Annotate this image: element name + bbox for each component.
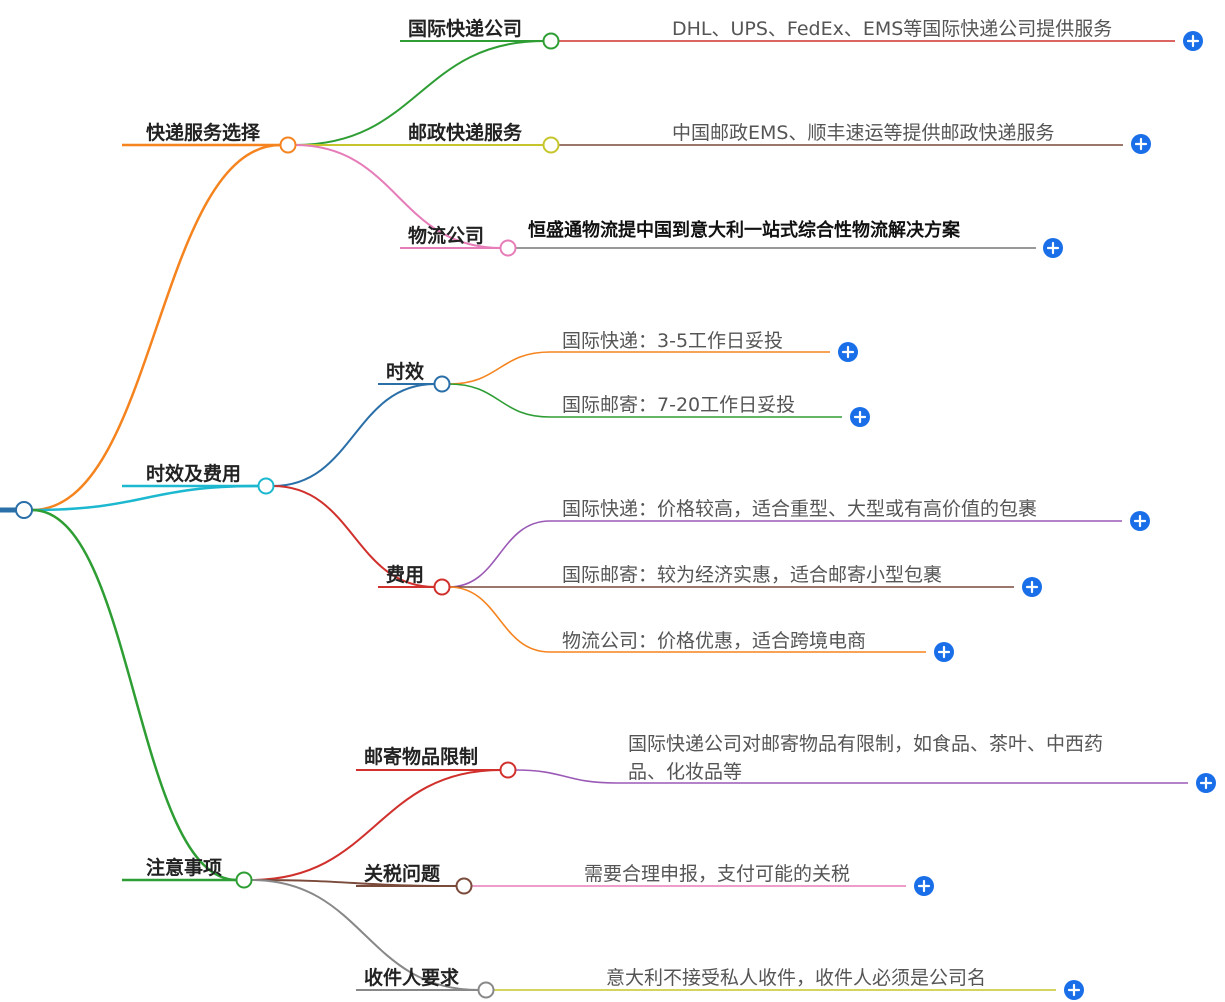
- child-node[interactable]: [499, 239, 517, 257]
- child-label[interactable]: 国际快递公司: [408, 17, 522, 40]
- branch-edge: [31, 508, 238, 882]
- leaf-edge: [448, 351, 551, 385]
- plus-circle-icon[interactable]: [934, 642, 954, 662]
- plus-circle-icon[interactable]: [1196, 773, 1216, 793]
- branch-node[interactable]: [279, 136, 297, 154]
- child-label[interactable]: 邮寄物品限制: [364, 745, 478, 768]
- child-node[interactable]: [542, 32, 560, 50]
- leaf-edge: [514, 769, 617, 784]
- root-node[interactable]: [15, 501, 33, 519]
- child-node[interactable]: [433, 375, 451, 393]
- child-edge: [250, 769, 502, 881]
- branch-node[interactable]: [235, 871, 253, 889]
- child-node[interactable]: [499, 761, 517, 779]
- branch-label[interactable]: 快递服务选择: [146, 121, 261, 144]
- child-label[interactable]: 时效: [386, 360, 424, 383]
- plus-circle-icon[interactable]: [850, 407, 870, 427]
- child-edge: [294, 40, 545, 146]
- child-node[interactable]: [477, 981, 495, 999]
- leaf-edge: [448, 383, 551, 418]
- leaf-edge: [448, 520, 551, 588]
- child-node[interactable]: [455, 877, 473, 895]
- child-label[interactable]: 邮政快递服务: [408, 121, 523, 144]
- leaf-text: 国际快递公司对邮寄物品有限制，如食品、茶叶、中西药: [628, 733, 1103, 755]
- child-edge: [250, 879, 480, 991]
- leaf-text: 中国邮政EMS、顺丰速运等提供邮政快递服务: [672, 122, 1054, 144]
- child-label[interactable]: 费用: [386, 564, 424, 586]
- branch-edge: [31, 143, 282, 512]
- leaf-text: 国际邮寄：7-20工作日妥投: [562, 394, 795, 416]
- branch-label[interactable]: 注意事项: [146, 856, 222, 879]
- leaf-text: 国际邮寄：较为经济实惠，适合邮寄小型包裹: [562, 564, 942, 586]
- leaf-text: 品、化妆品等: [628, 761, 742, 783]
- child-node[interactable]: [433, 578, 451, 596]
- branch-node[interactable]: [257, 477, 275, 495]
- leaf-text: DHL、UPS、FedEx、EMS等国际快递公司提供服务: [672, 18, 1112, 40]
- child-label[interactable]: 物流公司: [408, 224, 484, 247]
- leaf-edge: [448, 586, 551, 653]
- plus-circle-icon[interactable]: [838, 342, 858, 362]
- child-label[interactable]: 关税问题: [364, 862, 440, 885]
- leaf-text: 国际快递：价格较高，适合重型、大型或有高价值的包裹: [562, 498, 1037, 520]
- plus-circle-icon[interactable]: [1183, 31, 1203, 51]
- child-edge: [272, 485, 436, 588]
- leaf-text: 意大利不接受私人收件，收件人必须是公司名: [606, 967, 986, 989]
- leaf-text: 国际快递：3-5工作日妥投: [562, 330, 783, 352]
- plus-circle-icon[interactable]: [1022, 577, 1042, 597]
- plus-circle-icon[interactable]: [1043, 238, 1063, 258]
- plus-circle-icon[interactable]: [1064, 980, 1084, 1000]
- child-node[interactable]: [542, 136, 560, 154]
- child-label[interactable]: 收件人要求: [364, 966, 460, 989]
- leaf-text: 物流公司：价格优惠，适合跨境电商: [562, 630, 866, 652]
- leaf-text: 恒盛通物流提中国到意大利一站式综合性物流解决方案: [528, 219, 961, 241]
- child-edge: [272, 383, 436, 487]
- plus-circle-icon[interactable]: [1130, 511, 1150, 531]
- plus-circle-icon[interactable]: [914, 876, 934, 896]
- child-edge: [294, 144, 502, 249]
- leaf-text: 需要合理申报，支付可能的关税: [584, 863, 850, 885]
- plus-circle-icon[interactable]: [1131, 134, 1151, 154]
- branch-label[interactable]: 时效及费用: [146, 462, 241, 485]
